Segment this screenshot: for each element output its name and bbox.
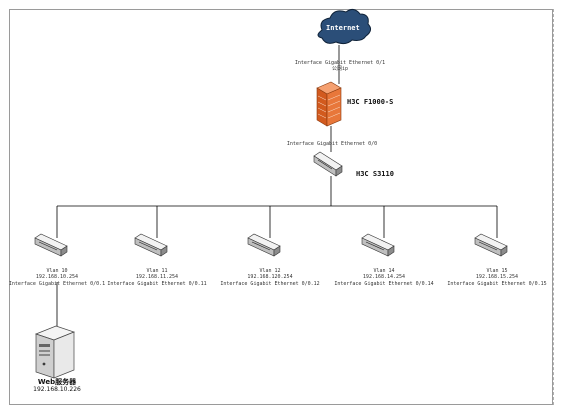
- firewall-uplink-sub: 公网ip: [331, 66, 349, 72]
- access-switch-vlan: Vlan 14: [373, 268, 395, 274]
- core-switch-name: H3C S3110: [356, 170, 394, 178]
- page-frame: [9, 9, 553, 405]
- access-switch-ip: 192.168.15.254: [475, 274, 519, 280]
- access-switch-iface: Interface Gigabit Ethernet 0/0.1: [8, 281, 106, 287]
- server-icon: [34, 325, 76, 379]
- access-switch-iface: Interface Gigabit Ethernet 0/0.12: [220, 281, 320, 287]
- access-switch-vlan: Vlan 10: [46, 268, 68, 274]
- firewall-icon: [316, 81, 342, 127]
- access-switch-vlan: Vlan 12: [259, 268, 281, 274]
- internet-label: Internet: [326, 24, 360, 32]
- access-switch-group: [34, 206, 508, 257]
- access-switch-icon: [34, 233, 68, 257]
- server-ip: 192.168.10.226: [33, 386, 81, 393]
- access-switch-vlan: Vlan 15: [486, 268, 508, 274]
- internet-cloud-icon: [317, 8, 372, 45]
- core-switch-icon: [313, 151, 343, 177]
- access-switch-iface: Interface Gigabit Ethernet 0/0.15: [447, 281, 547, 287]
- access-switch-ip: 192.168.10.254: [35, 274, 79, 280]
- access-switch-ip: 192.168.120.254: [247, 274, 293, 280]
- access-switch-vlan: Vlan 11: [146, 268, 168, 274]
- access-switch-icon: [474, 233, 508, 257]
- access-switch-icon: [361, 233, 395, 257]
- page-edge: [553, 9, 554, 405]
- firewall-name: H3C F1000-S: [347, 98, 394, 106]
- access-switch-iface: Interface Gigabit Ethernet 0/0.11: [107, 281, 207, 287]
- firewall-uplink-label: Interface Gigabit Ethernet 0/1: [294, 60, 386, 66]
- access-switch-ip: 192.168.14.254: [362, 274, 406, 280]
- firewall-downlink-label: Interface Gigabit Ethernet 0/0: [286, 141, 378, 147]
- access-switch-icon: [247, 233, 281, 257]
- access-switch-ip: 192.168.11.254: [135, 274, 179, 280]
- server-name: Web服务器: [37, 378, 77, 386]
- access-switch-icon: [134, 233, 168, 257]
- access-switch-iface: Interface Gigabit Ethernet 0/0.14: [334, 281, 434, 287]
